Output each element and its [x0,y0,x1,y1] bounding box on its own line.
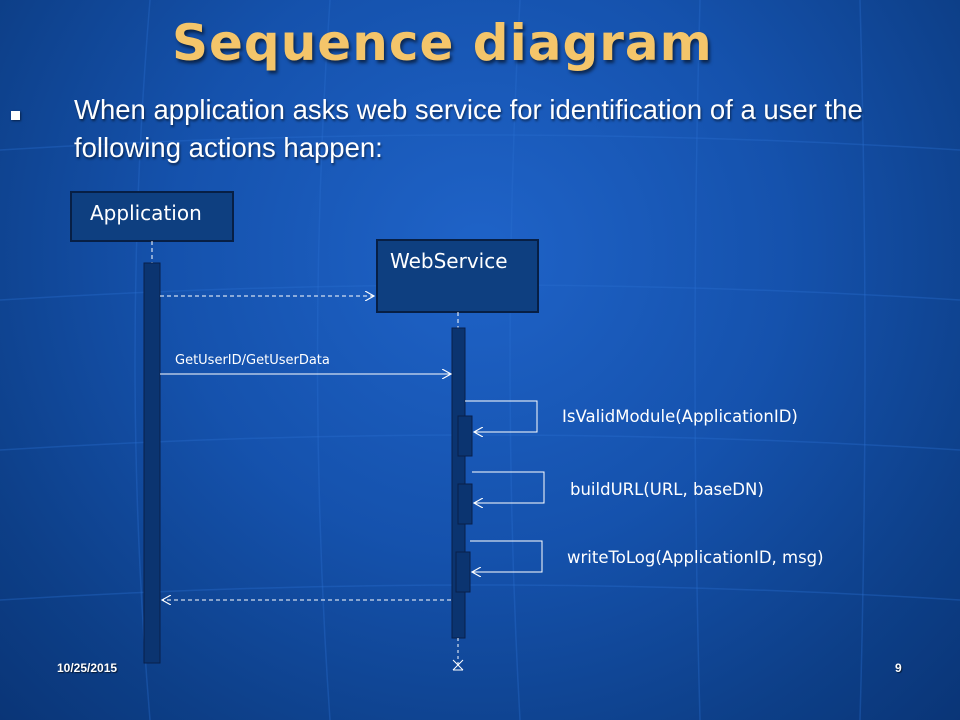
participant-application-box [70,191,234,242]
slide-title: Sequence diagram [172,14,713,72]
bullet-text: When application asks web service for id… [74,94,863,163]
self-call-activation-3 [455,551,471,593]
message-label-isvalidmodule: IsValidModule(ApplicationID) [562,407,798,426]
self-call-arrow-3 [470,540,543,572]
participant-webservice-label: WebService [390,249,508,273]
participant-webservice-box [376,239,539,313]
lifeline-end-marker [452,659,464,671]
message-label-writetolog: writeToLog(ApplicationID, msg) [567,548,824,567]
message-label-buildurl: buildURL(URL, baseDN) [570,480,764,499]
footer-date: 10/25/2015 [57,661,118,675]
participant-application-label: Application [90,201,202,225]
self-call-arrow-2 [472,471,545,503]
self-call-activation-2 [457,483,473,525]
self-call-arrow-1 [465,400,538,432]
self-call-activation-1 [457,415,473,457]
page-number: 9 [895,661,902,675]
bullet-square-icon [11,111,20,120]
message-label-getuserid: GetUserID/GetUserData [175,353,330,368]
application-activation [143,262,161,664]
